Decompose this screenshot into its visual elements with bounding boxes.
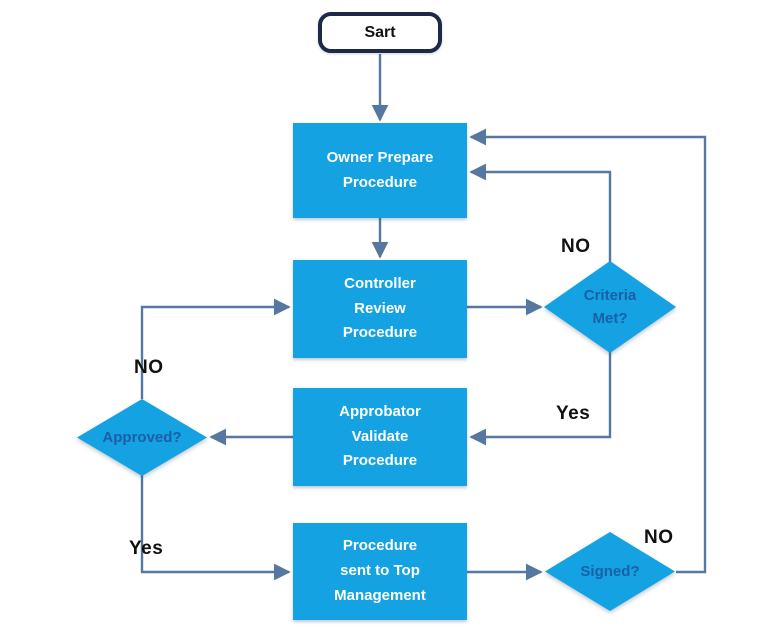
edge-approved-no-to-controller [140,298,291,399]
start-node: Sart [318,12,442,53]
edge-criteria-yes-to-approbator [469,352,612,446]
edge-label-approved-yes: Yes [129,538,164,559]
process-approbator-validate-procedure: Approbator Validate Procedure [293,388,467,486]
edge-criteria-no-to-owner [469,163,612,262]
edge-label-criteria-yes: Yes [556,403,591,424]
process-owner-prepare-procedure: Owner Prepare Procedure [293,123,467,218]
edge-label-approved-no: NO [134,357,164,378]
decision-signed: Signed? [545,532,675,611]
process-procedure-sent-to-top-management: Procedure sent to Top Management [293,523,467,620]
edge-signed-no-to-owner [469,128,707,574]
decision-criteria-met: Criteria Met? [544,261,676,353]
edge-label-criteria-no: NO [561,236,591,257]
decision-criteria-met-label: Criteria Met? [544,261,676,353]
process-controller-review-procedure: Controller Review Procedure [293,260,467,358]
edge-approved-yes-to-topmgmt [140,475,291,581]
edge-label-signed-no: NO [644,527,674,548]
decision-approved: Approved? [77,399,207,476]
decision-approved-label: Approved? [77,399,207,476]
